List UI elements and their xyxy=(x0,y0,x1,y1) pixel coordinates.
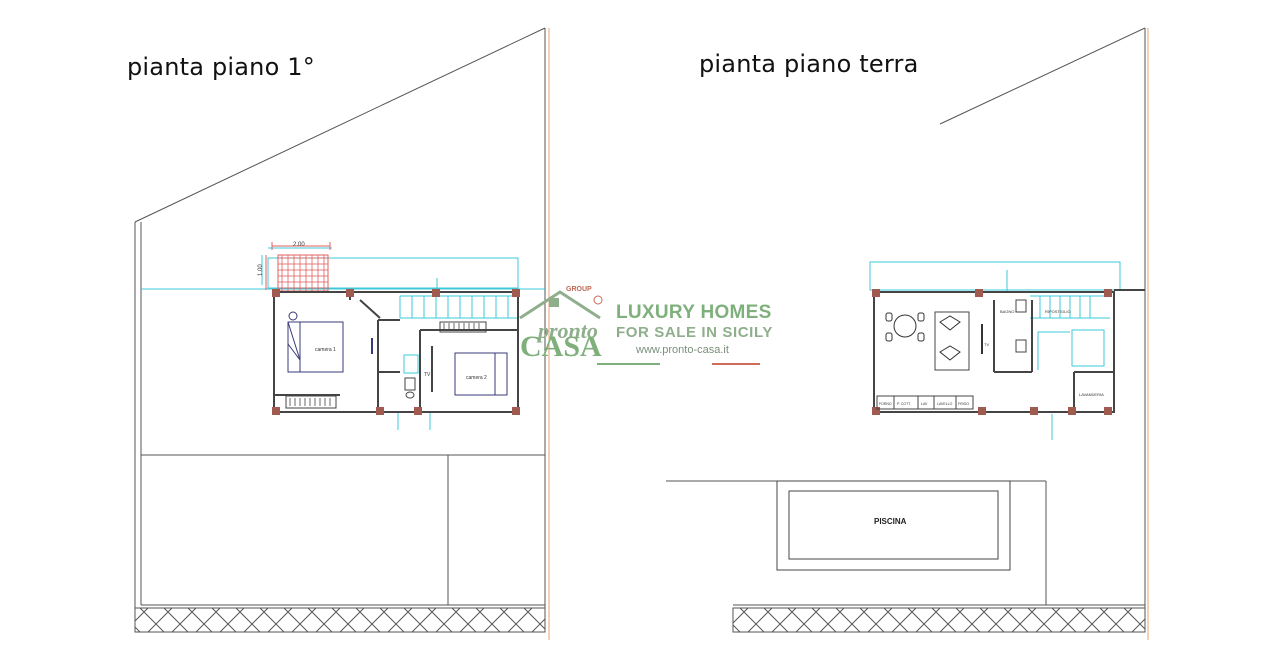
terrace-tiles xyxy=(277,254,329,292)
tv-ground: TV xyxy=(984,342,989,347)
pool-outer xyxy=(776,480,1011,571)
tv-first: TV xyxy=(424,372,431,378)
bed-camera-1 xyxy=(287,311,344,373)
watermark-logo xyxy=(519,290,760,365)
kitchen-counter xyxy=(876,395,974,410)
dimension-marks xyxy=(265,242,331,290)
lot-outline-first xyxy=(134,27,546,632)
room-label-ripostiglio: RIPOSTIGLIO xyxy=(1045,309,1071,314)
lounge-area xyxy=(934,311,970,371)
columns-ground xyxy=(872,289,1112,415)
title-first-floor: pianta piano 1° xyxy=(127,53,315,81)
house-roof-icon xyxy=(519,290,601,320)
cyan-outlines-ground xyxy=(869,261,1121,440)
kitchen-frigo: FRIGO xyxy=(958,402,969,406)
kitchen-lavello: LAVELLO xyxy=(937,402,953,406)
pool-label: PISCINA xyxy=(874,517,907,526)
paving-strip-ground xyxy=(732,607,1146,633)
watermark-url: www.pronto-casa.it xyxy=(636,344,729,356)
sink-first xyxy=(405,391,415,399)
watermark-for-sale: FOR SALE IN SICILY xyxy=(616,324,773,341)
dimension-width: 2.00 xyxy=(293,242,305,248)
kitchen-forno: FORNO xyxy=(879,402,892,406)
cyan-outlines-first xyxy=(141,247,545,430)
dimension-height: 1.00 xyxy=(258,264,264,276)
watermark-pronto: pronto xyxy=(538,318,598,343)
room-label-bagno: BAGNO xyxy=(1000,309,1014,314)
kitchen-pcott: P. COTT. xyxy=(897,402,911,406)
armchairs xyxy=(939,315,961,361)
ground-floor-plan: PISCINA xyxy=(666,27,1149,640)
room-label-camera-1: camera 1 xyxy=(315,347,336,353)
room-label-lavanderia: LAVANDERIA xyxy=(1079,392,1104,397)
columns-first xyxy=(272,289,520,415)
watermark-casa: CASA xyxy=(520,330,602,363)
paving-strip-first xyxy=(134,607,546,633)
wardrobe-2 xyxy=(439,321,487,333)
bed-camera-2 xyxy=(454,352,508,396)
first-floor-plan: 2.00 1.00 xyxy=(134,27,550,640)
title-ground-floor: pianta piano terra xyxy=(699,50,919,78)
watermark-luxury-homes: LUXURY HOMES xyxy=(616,302,772,323)
bidet-ground xyxy=(1015,339,1027,353)
kitchen-lav: LAV xyxy=(921,402,928,406)
pool-inner xyxy=(788,490,999,560)
wc-ground xyxy=(1015,299,1027,313)
wc-first xyxy=(404,377,416,391)
watermark-group: GROUP xyxy=(566,286,592,293)
wardrobe-2-hangers xyxy=(443,323,480,331)
wardrobe-1-hangers xyxy=(289,398,331,406)
walls-first xyxy=(273,291,519,413)
room-label-camera-2: camera 2 xyxy=(466,375,487,381)
walls-ground xyxy=(873,289,1145,413)
dining-table xyxy=(885,312,925,342)
wardrobe-1 xyxy=(285,395,337,409)
